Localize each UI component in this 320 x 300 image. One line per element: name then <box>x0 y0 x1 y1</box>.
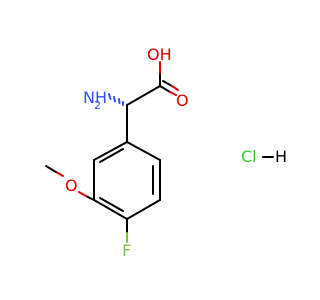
ring-bond <box>93 199 128 220</box>
methoxy-methyl-bond <box>45 165 57 173</box>
ring-to-methoxy-bond-o <box>78 191 87 197</box>
structure-diagram: OH O NH 2 O F Cl H <box>45 45 287 260</box>
carbonyl-double-bond-o <box>169 91 177 96</box>
hydroxyl-label: OH <box>147 45 172 64</box>
carbonyl-double-bond-o <box>171 85 179 91</box>
ring-double-bond <box>99 197 124 212</box>
molecule-canvas: OH O NH 2 O F Cl H <box>45 45 287 260</box>
ring-double-bond <box>99 148 124 163</box>
hydrogen-label: H <box>275 147 287 166</box>
stereo-hashed-wedge <box>108 93 124 106</box>
alpha-to-carboxyl-bond <box>126 85 161 106</box>
amine-subscript: 2 <box>94 99 101 112</box>
methoxy-methyl-bond-o <box>55 171 64 177</box>
carbonyl-double-bond <box>159 85 171 93</box>
carbonyl-oxygen-label: O <box>176 91 189 110</box>
ring-bond <box>126 199 161 220</box>
amine-label: NH <box>83 88 107 107</box>
ring-to-methoxy-bond <box>85 195 95 201</box>
ring-bond <box>126 141 161 161</box>
methoxy-oxygen-label: O <box>65 176 78 195</box>
ring-bond <box>93 141 128 161</box>
carbonyl-double-bond <box>162 80 173 87</box>
fluorine-label: F <box>122 241 131 260</box>
chloride-label: Cl <box>241 147 257 166</box>
